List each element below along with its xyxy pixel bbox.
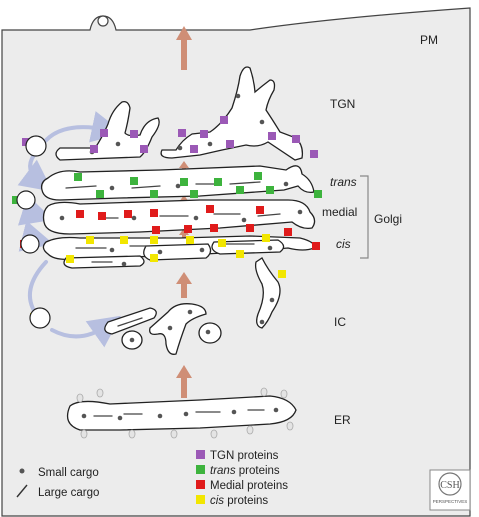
- small-cargo: [59, 93, 303, 421]
- tgn-protein-markers: [22, 116, 318, 158]
- legend-small-cargo-label: Small cargo: [38, 467, 99, 479]
- medial-label: medial: [322, 205, 357, 219]
- logo-text: CSH: [440, 480, 459, 491]
- golgi-label: Golgi: [374, 212, 402, 226]
- legend-tgn-swatch: [196, 450, 205, 459]
- legend-cis-swatch: [196, 495, 205, 504]
- trans-label: trans: [330, 175, 357, 189]
- ic-elements: [104, 303, 222, 355]
- legend-small-cargo-dot: [19, 468, 25, 474]
- legend-large-cargo-line: [16, 484, 28, 498]
- pm-pit: [97, 15, 109, 27]
- ic-label: IC: [334, 315, 346, 329]
- csh-perspectives-logo: CSH PERSPECTIVES: [429, 469, 471, 511]
- legend-large-cargo-label: Large cargo: [38, 487, 99, 499]
- legend-trans-label: trans proteins: [210, 465, 280, 477]
- legend-cargo: Small cargo Large cargo: [16, 467, 99, 499]
- arrow-ic-to-cis: [176, 272, 192, 298]
- legend-tgn-label: TGN proteins: [210, 450, 279, 462]
- large-cargo: [65, 181, 281, 417]
- er-label: ER: [334, 413, 351, 427]
- legend-proteins: TGN proteins trans proteins Medial prote…: [196, 450, 288, 507]
- logo-subtext: PERSPECTIVES: [433, 499, 468, 504]
- retrograde-vesicles: [16, 135, 51, 329]
- cis-label: cis: [336, 237, 351, 251]
- arrow-er-to-ic: [176, 365, 192, 398]
- pm-label: PM: [420, 33, 438, 47]
- ribosomes: [76, 387, 294, 439]
- trans-cisterna: [40, 165, 315, 201]
- legend-medial-swatch: [196, 480, 205, 489]
- anterograde-arrows: [176, 26, 192, 398]
- legend-trans-swatch: [196, 465, 205, 474]
- tgn-label: TGN: [330, 97, 355, 111]
- legend-medial-label: Medial proteins: [210, 480, 288, 492]
- arrow-tgn-to-pm: [176, 26, 192, 70]
- er-membrane: [66, 395, 297, 431]
- legend-cis-label: cis proteins: [210, 495, 268, 507]
- ic-tubule: [254, 257, 281, 329]
- trans-protein-markers: [12, 172, 322, 204]
- golgi-bracket: [360, 175, 369, 259]
